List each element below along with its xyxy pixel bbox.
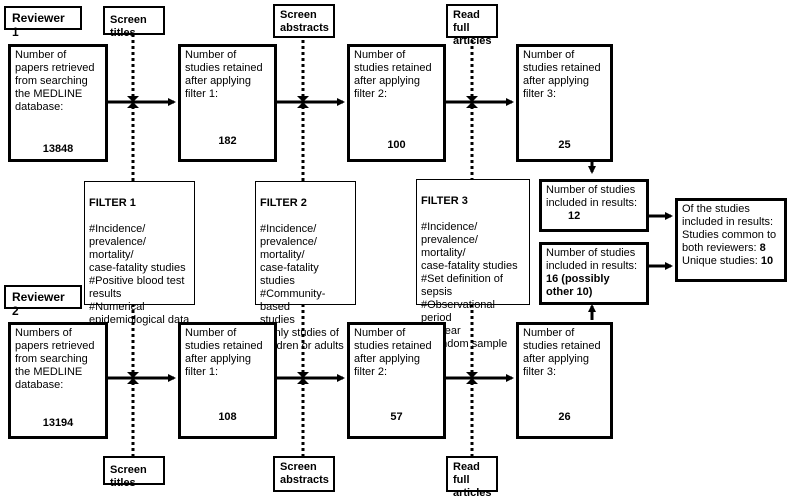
r2-retrieved-text: Numbers of papers retrieved from searchi… <box>15 327 95 391</box>
r2-filter3-count: 26 <box>558 411 571 423</box>
r1-retrieved-text: Number of papers retrieved from searchin… <box>15 49 95 113</box>
r2-results-box: Number of studies included in results: 1… <box>539 242 649 305</box>
r1-filter1-box: Number of studies retained after applyin… <box>178 44 277 162</box>
r2-filter1-box: Number of studies retained after applyin… <box>178 322 277 439</box>
reviewer1-arrows <box>108 98 673 220</box>
reviewer1-label: Reviewer 1 <box>4 6 82 39</box>
filter3-box: FILTER 3 #Incidence/ prevalence/ mortali… <box>416 179 530 350</box>
r1-filter2-text: Number of studies retained after applyin… <box>354 49 432 100</box>
r2-results-text: Number of studies included in results: <box>546 247 638 272</box>
r2-filter1-count: 108 <box>218 411 237 423</box>
r2-retrieved-count: 13194 <box>42 417 74 429</box>
r2-retrieved-box: Numbers of papers retrieved from searchi… <box>8 322 108 439</box>
filter1-box: FILTER 1 #Incidence/ prevalence/ mortali… <box>84 181 195 326</box>
screen-abstracts-label-top: Screen abstracts <box>273 4 335 38</box>
filter2-title: FILTER 2 <box>260 197 307 209</box>
r2-filter3-box: Number of studies retained after applyin… <box>516 322 613 439</box>
r1-filter1-count: 182 <box>218 135 237 147</box>
screen-abstracts-label-bottom: Screen abstracts <box>273 456 335 492</box>
common-studies-box: Of the studies included in results: Stud… <box>675 198 787 282</box>
r2-results-count: 16 (possibly other 10) <box>546 273 610 298</box>
r2-filter2-text: Number of studies retained after applyin… <box>354 327 432 378</box>
screen-titles-label-top: Screen titles <box>103 6 165 39</box>
r1-results-count: 12 <box>568 210 581 222</box>
r2-filter1-text: Number of studies retained after applyin… <box>185 327 263 378</box>
r1-filter2-box: Number of studies retained after applyin… <box>347 44 446 162</box>
r1-filter3-count: 25 <box>558 139 571 151</box>
common-studies-text: Of the studies included in results: Stud… <box>682 203 777 254</box>
filter1-criteria: #Incidence/ prevalence/ mortality/ case-… <box>89 223 190 326</box>
r1-results-box: Number of studies included in results: 1… <box>539 179 649 232</box>
reviewer2-label: Reviewer 2 <box>4 285 82 318</box>
r1-filter3-box: Number of studies retained after applyin… <box>516 44 613 162</box>
common-studies-count: 8 <box>759 242 766 254</box>
read-full-articles-label-bottom: Read full articles <box>446 456 498 499</box>
filter3-title: FILTER 3 <box>421 195 468 207</box>
filter2-criteria: #Incidence/ prevalence/ mortality/ case-… <box>260 223 344 352</box>
r1-results-text: Number of studies included in results: <box>546 184 638 209</box>
r1-filter2-count: 100 <box>387 139 406 151</box>
reviewer2-arrows <box>108 262 673 382</box>
r1-retrieved-count: 13848 <box>42 143 74 155</box>
r2-filter2-box: Number of studies retained after applyin… <box>347 322 446 439</box>
unique-studies-text: Unique studies: <box>682 255 761 267</box>
r1-retrieved-box: Number of papers retrieved from searchin… <box>8 44 108 162</box>
filter1-title: FILTER 1 <box>89 197 136 209</box>
r2-filter3-text: Number of studies retained after applyin… <box>523 327 601 378</box>
r2-filter2-count: 57 <box>390 411 403 423</box>
unique-studies-count: 10 <box>760 255 774 267</box>
filter2-box: FILTER 2 #Incidence/ prevalence/ mortali… <box>255 181 356 352</box>
r1-filter1-text: Number of studies retained after applyin… <box>185 49 263 100</box>
screen-titles-label-bottom: Screen titles <box>103 456 165 489</box>
r1-filter3-text: Number of studies retained after applyin… <box>523 49 601 100</box>
read-full-articles-label-top: Read full articles <box>446 4 498 47</box>
bowtie-markers <box>127 96 478 384</box>
